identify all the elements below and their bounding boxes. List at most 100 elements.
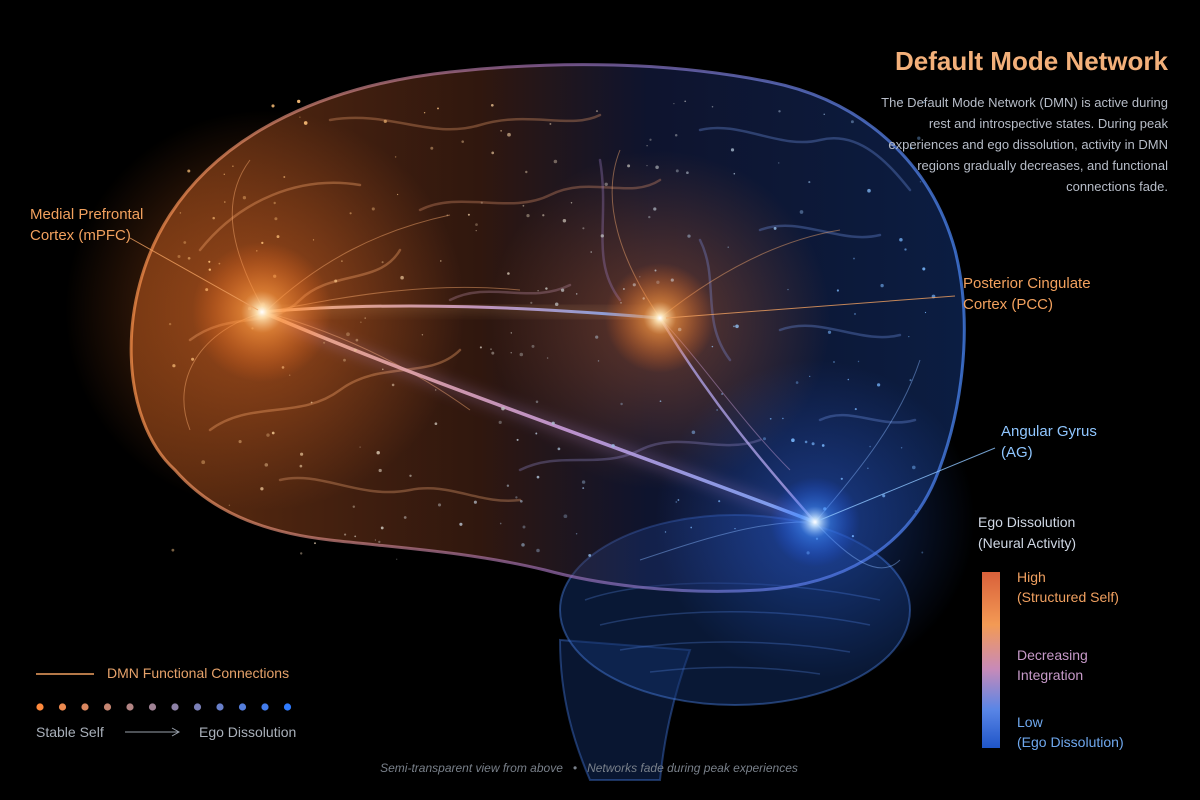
neuron-particle [664, 531, 667, 533]
neuron-particle [553, 159, 558, 164]
neuron-particle [595, 110, 599, 113]
neuron-particle [908, 335, 910, 338]
neuron-particle [546, 357, 549, 359]
neuron-particle [430, 146, 434, 150]
page-title: Default Mode Network [894, 46, 1168, 76]
neuron-particle [684, 100, 687, 103]
neuron-particle [919, 180, 922, 183]
neuron-particle [242, 196, 247, 200]
neuron-particle [542, 214, 545, 217]
neuron-particle [675, 169, 679, 173]
neuron-particle [563, 514, 568, 519]
neuron-particle [554, 302, 559, 306]
neuron-particle [507, 132, 511, 137]
legend-dot [193, 703, 202, 711]
neuron-particle [648, 215, 651, 219]
neuron-particle [600, 234, 604, 238]
neuron-particles [168, 99, 936, 560]
neuron-particle [853, 312, 857, 316]
neuron-particle [597, 360, 600, 362]
neuron-particle [264, 463, 269, 467]
footer-part-2: Networks fade during peak experiences [587, 761, 798, 775]
neuron-particle [900, 99, 903, 102]
legend-dot [103, 703, 112, 711]
legend-dot [171, 703, 179, 711]
neuron-particle [649, 138, 652, 141]
legend-connections-label: DMN Functional Connections [107, 665, 290, 681]
neuron-particle [506, 484, 510, 487]
neuron-particle [172, 364, 176, 368]
neuron-particle [346, 332, 350, 337]
neuron-particle [690, 526, 693, 529]
neuron-particle [675, 501, 678, 503]
neuron-particle [653, 207, 657, 211]
neuron-particle [716, 409, 718, 411]
neuron-particle [446, 214, 449, 217]
neuron-particle [297, 99, 301, 104]
neuron-particle [787, 288, 789, 291]
neuron-particle [187, 256, 191, 260]
neuron-particle [359, 446, 361, 448]
legend-dot [148, 703, 157, 711]
scale-title: Ego Dissolution (Neural Activity) [978, 514, 1077, 551]
neuron-particle [575, 533, 578, 535]
neuron-particle [923, 101, 925, 104]
mpfc-node [192, 242, 332, 382]
neuron-particle [691, 430, 696, 435]
neuron-particle [535, 432, 538, 435]
neuron-particle [857, 360, 860, 363]
neuron-particle [522, 204, 525, 207]
neuron-particle [179, 212, 182, 214]
neuron-particle [823, 113, 825, 115]
neuron-particle [232, 165, 234, 167]
neuron-particle [673, 102, 675, 105]
neuron-particle [655, 165, 659, 170]
neuron-particle [480, 201, 483, 204]
neuron-particle [791, 438, 795, 443]
neuron-particle [510, 352, 512, 354]
neuron-particle [627, 164, 631, 168]
neuron-particle [380, 526, 384, 530]
neuron-particle [459, 522, 463, 526]
neuron-particle [171, 548, 175, 552]
neuron-particle [730, 148, 735, 152]
neuron-particle [498, 420, 502, 424]
neuron-particle [371, 207, 375, 211]
footer-separator: • [572, 761, 578, 775]
neuron-particle [808, 181, 811, 184]
neuron-particle [646, 144, 648, 147]
neuron-particle [570, 202, 573, 204]
neuron-particle [400, 275, 404, 280]
neuron-particle [273, 201, 276, 205]
neuron-particle [490, 348, 492, 351]
neuron-particle [799, 210, 804, 214]
neuron-particle [276, 235, 280, 239]
neuron-particle [909, 379, 912, 382]
neuron-particle [804, 440, 808, 444]
neuron-particle [840, 477, 843, 480]
neuron-particle [734, 527, 736, 530]
legend-stable-self-label: Stable Self [36, 724, 104, 740]
neuron-particle [677, 499, 680, 501]
neuron-particle [545, 287, 548, 290]
pcc-label: Posterior Cingulate Cortex (PCC) [963, 275, 1091, 313]
neuron-particle [763, 437, 766, 441]
neuron-particle [588, 553, 592, 557]
neuron-particle [899, 237, 903, 242]
legend-dot [58, 703, 67, 711]
neuron-particle [271, 104, 275, 108]
neuron-particle [349, 212, 352, 215]
neuron-particle [300, 452, 304, 456]
neuron-particle [526, 213, 530, 218]
neuron-particle [353, 348, 357, 352]
neuron-particle [522, 525, 526, 529]
neuron-particle [646, 164, 648, 167]
neuron-particle [516, 438, 519, 441]
neuron-particle [403, 516, 407, 519]
neuron-particle [809, 375, 811, 378]
neuron-particle [274, 217, 278, 221]
neuron-particle [344, 533, 347, 536]
legend-dot [126, 703, 134, 711]
neuron-particle [521, 543, 525, 547]
neuron-particle [396, 558, 398, 560]
